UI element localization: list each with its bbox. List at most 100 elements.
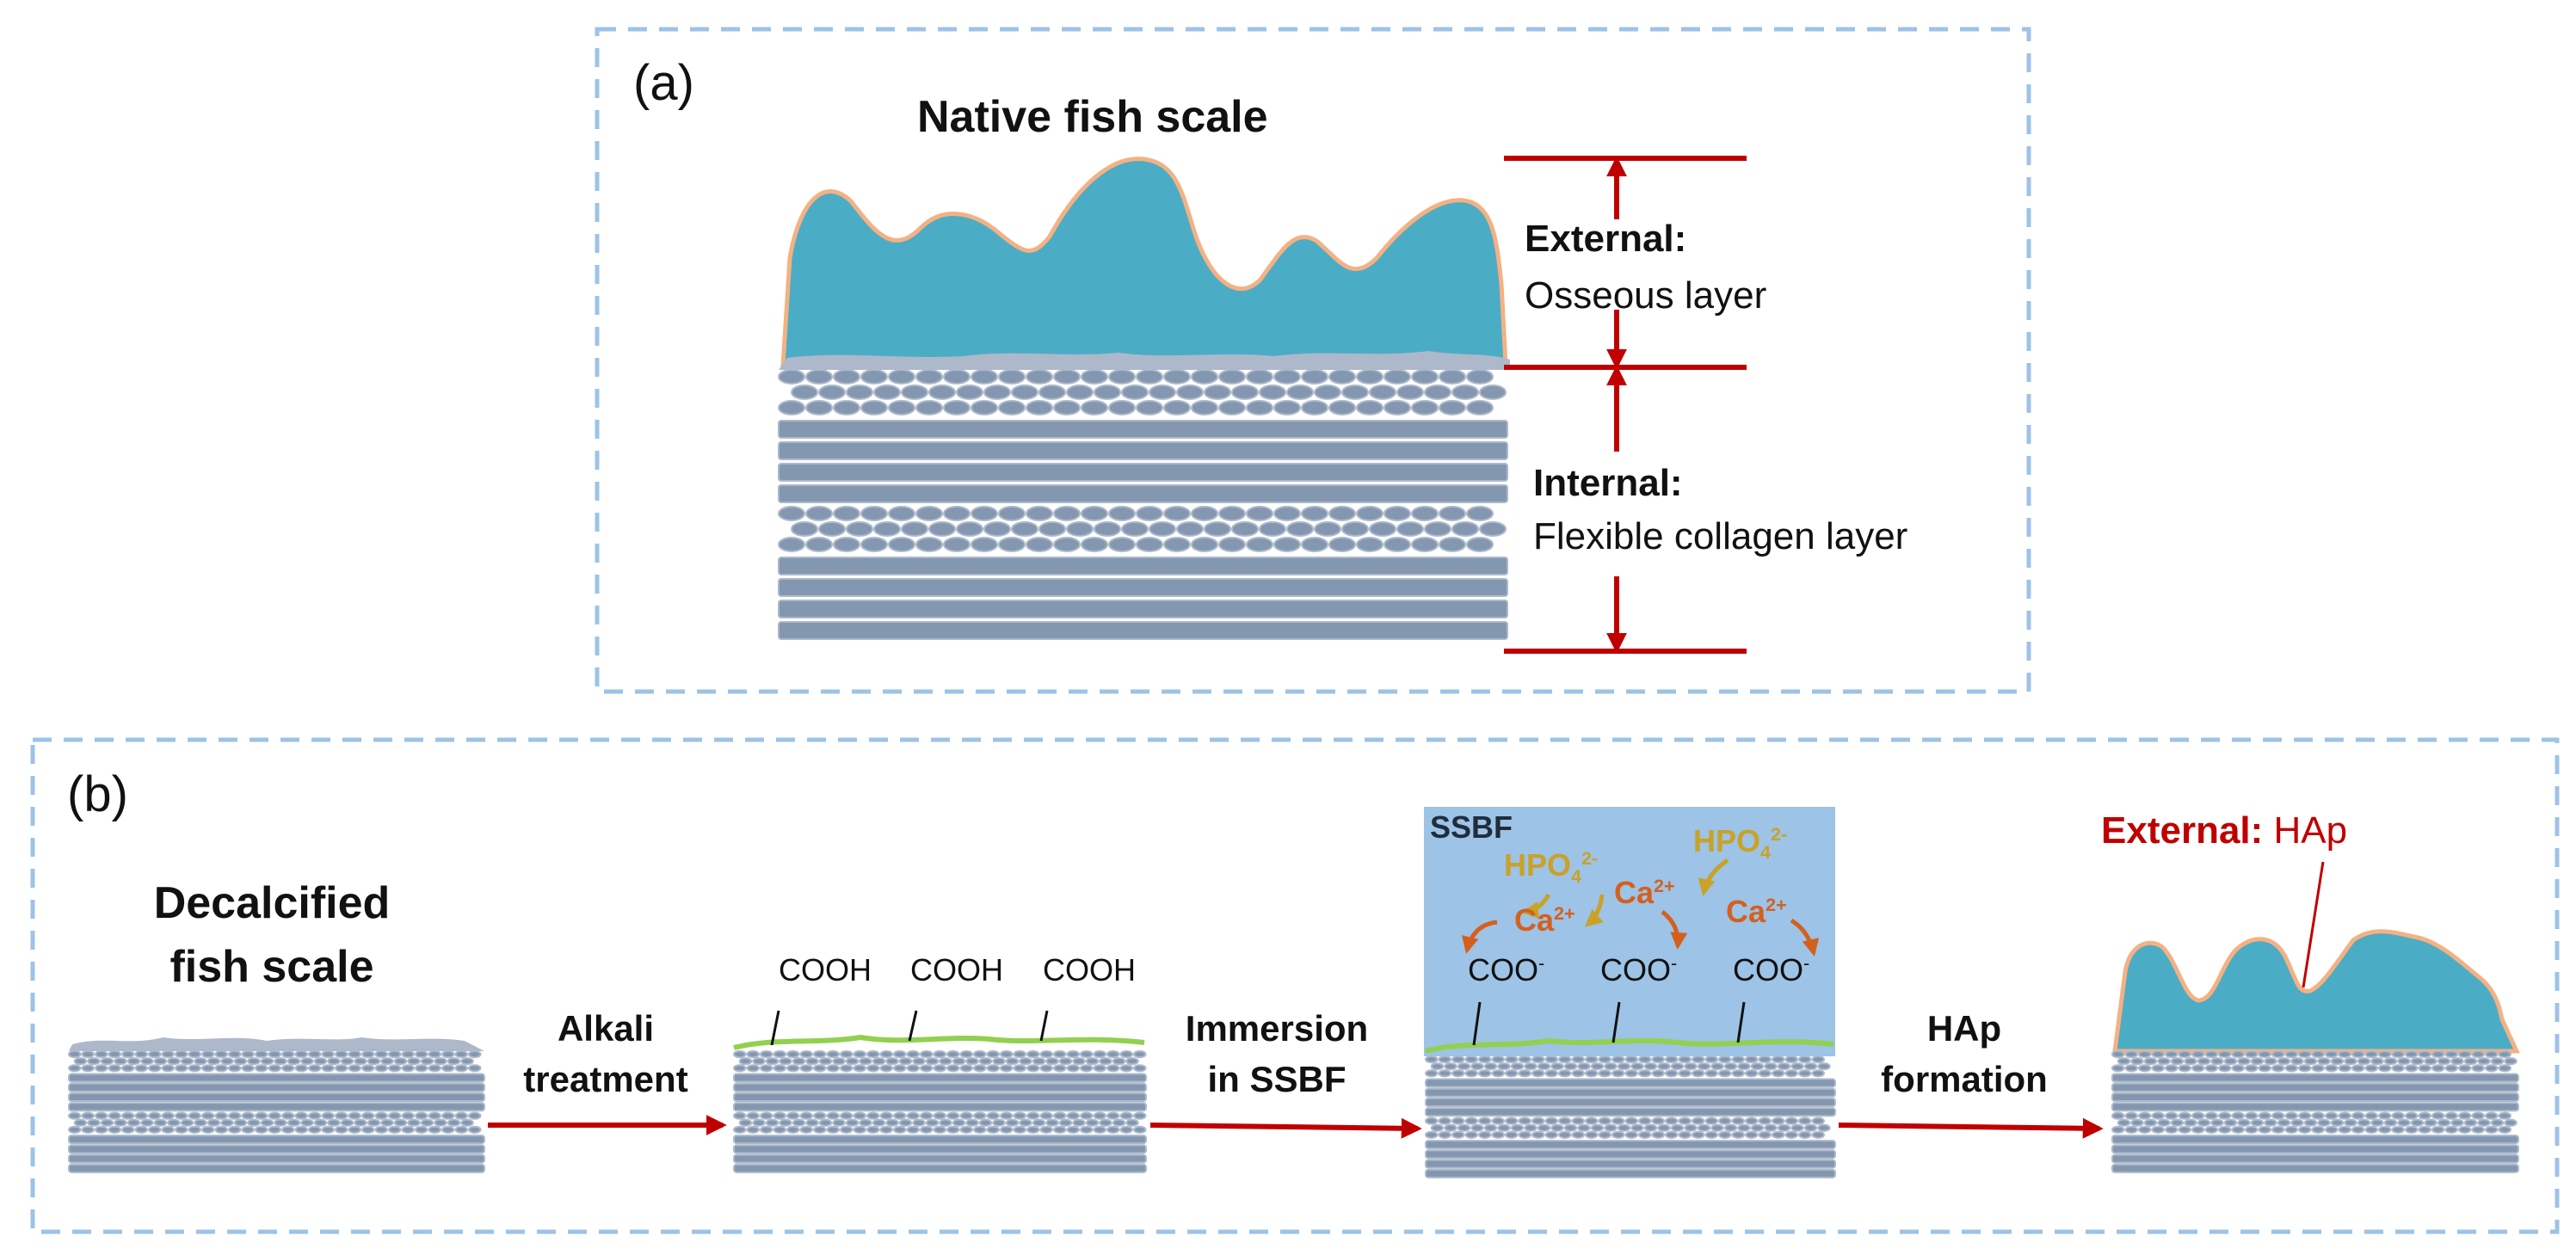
collagen-fibril bbox=[454, 1125, 468, 1134]
collagen-fibril bbox=[228, 1050, 242, 1059]
collagen-fibril bbox=[746, 1064, 760, 1073]
collagen-fibril bbox=[1438, 1069, 1451, 1078]
collagen-fibril bbox=[220, 1057, 234, 1066]
collagen-fibril bbox=[1425, 1069, 1439, 1078]
collagen-fibril bbox=[361, 1125, 375, 1134]
collagen-fibril bbox=[1692, 1130, 1705, 1139]
collagen-fibril bbox=[68, 1125, 82, 1134]
collagen-fibril bbox=[2351, 1050, 2365, 1059]
collagen-fibril bbox=[1013, 1064, 1026, 1073]
collagen-fibril bbox=[327, 1057, 341, 1066]
collagen-fibril bbox=[1478, 1069, 1492, 1078]
collagen-fibril bbox=[2444, 1050, 2458, 1059]
collagen-fibril bbox=[1697, 1123, 1711, 1132]
collagen-fibril bbox=[1651, 1055, 1665, 1064]
cooh-label: COOH bbox=[1043, 952, 1136, 987]
collagen-fibril bbox=[2338, 1111, 2351, 1120]
collagen-fibril bbox=[760, 1111, 773, 1120]
collagen-fibril bbox=[241, 1125, 255, 1134]
collagen-fibril bbox=[2178, 1125, 2191, 1134]
collagen-fibril bbox=[986, 1125, 1000, 1134]
collagen-fibril bbox=[1286, 384, 1314, 400]
collagen-fibril bbox=[2485, 1050, 2499, 1059]
decalcified-scale-stack bbox=[68, 1037, 485, 1173]
collagen-fibril bbox=[2151, 1064, 2165, 1073]
collagen-fibril bbox=[2250, 1118, 2265, 1127]
collagen-fibril bbox=[971, 400, 998, 415]
step-immersion-line1: Immersion bbox=[1185, 1008, 1369, 1049]
collagen-fibril bbox=[1590, 1062, 1605, 1071]
collagen-fibril bbox=[420, 1057, 434, 1066]
external-description: Osseous layer bbox=[1525, 274, 1767, 317]
collagen-fibril bbox=[361, 1064, 375, 1073]
collagen-fibril bbox=[247, 1118, 261, 1127]
collagen-fibril bbox=[1772, 1117, 1785, 1125]
collagen-fibril bbox=[1191, 506, 1218, 521]
collagen-fibril bbox=[1798, 1055, 1812, 1064]
collagen-fibril bbox=[1704, 1055, 1718, 1064]
collagen-fibril bbox=[268, 1064, 281, 1073]
collagen-fibril bbox=[321, 1125, 335, 1134]
collagen-fibril bbox=[167, 1118, 181, 1127]
collagen-fibril bbox=[1544, 1130, 1558, 1139]
collagen-fibril bbox=[1011, 521, 1038, 537]
collagen-fibril bbox=[255, 1064, 268, 1073]
collagen-fibril bbox=[2418, 1111, 2431, 1120]
collagen-fibril bbox=[872, 1118, 886, 1127]
collagen-fibril bbox=[1811, 1117, 1825, 1125]
collagen-fibril bbox=[925, 1057, 940, 1066]
collagen-fibril bbox=[1133, 1125, 1147, 1134]
collagen-fibril bbox=[939, 1118, 952, 1127]
collagen-fibril bbox=[943, 400, 971, 415]
hpo4-ion: HPO42- bbox=[1504, 847, 1599, 888]
collagen-fibril bbox=[2204, 1111, 2218, 1120]
step-immersion-line2: in SSBF bbox=[1207, 1059, 1347, 1099]
collagen-fibril bbox=[1066, 1125, 1080, 1134]
collagen-fibril bbox=[2504, 1118, 2517, 1127]
collagen-fibril bbox=[108, 1111, 121, 1120]
collagen-fibril bbox=[2138, 1125, 2152, 1134]
collagen-fibril bbox=[2143, 1057, 2158, 1066]
collagen-fibril bbox=[1585, 1069, 1599, 1078]
collagen-fibril bbox=[1483, 1123, 1498, 1132]
collagen-fibril bbox=[1328, 369, 1356, 384]
collagen-fibril bbox=[1784, 1117, 1798, 1125]
collagen-fibril bbox=[1505, 1117, 1519, 1125]
collagen-fibril bbox=[1438, 1117, 1451, 1125]
collagen-fibril bbox=[401, 1125, 415, 1134]
collagen-fibril bbox=[388, 1064, 402, 1073]
collagen-fibril bbox=[2298, 1064, 2312, 1073]
collagen-fibril bbox=[380, 1118, 394, 1127]
collagen-fibril bbox=[888, 506, 915, 521]
collagen-fibril bbox=[1811, 1130, 1825, 1139]
collagen-fibril bbox=[1451, 1055, 1465, 1064]
collagen-fibril bbox=[1464, 1117, 1478, 1125]
collagen-fibril bbox=[300, 1057, 314, 1066]
collagen-fibril bbox=[1464, 1055, 1478, 1064]
collagen-fibril bbox=[1531, 1069, 1545, 1078]
collagen-fibril bbox=[401, 1064, 415, 1073]
collagen-fibril bbox=[998, 506, 1026, 521]
collagen-fibril bbox=[2298, 1111, 2312, 1120]
collagen-fibril bbox=[786, 1111, 800, 1120]
hap-annotation: External: HAp bbox=[2101, 812, 2347, 850]
collagen-fibril bbox=[1665, 1117, 1679, 1125]
collagen-fibril bbox=[893, 1125, 907, 1134]
collagen-fibril bbox=[1692, 1069, 1705, 1078]
collagen-fibril bbox=[1678, 1069, 1692, 1078]
collagen-fibril bbox=[986, 1064, 1000, 1073]
collagen-fibril bbox=[68, 1050, 82, 1059]
collagen-fibril bbox=[1093, 1111, 1106, 1120]
collagen-fibril bbox=[233, 1057, 248, 1066]
collagen-fibril bbox=[779, 1057, 792, 1066]
collagen-fibril bbox=[2325, 1111, 2339, 1120]
collagen-fibril bbox=[388, 1050, 402, 1059]
collagen-fibril bbox=[300, 1118, 314, 1127]
collagen-fibril bbox=[833, 400, 860, 415]
collagen-fibril bbox=[108, 1125, 121, 1134]
collagen-fibril bbox=[1764, 1062, 1778, 1071]
collagen-fibril bbox=[2245, 1064, 2259, 1073]
collagen-fibril bbox=[1119, 1125, 1133, 1134]
collagen-fibril bbox=[313, 1118, 328, 1127]
collagen-fibril bbox=[401, 1050, 415, 1059]
